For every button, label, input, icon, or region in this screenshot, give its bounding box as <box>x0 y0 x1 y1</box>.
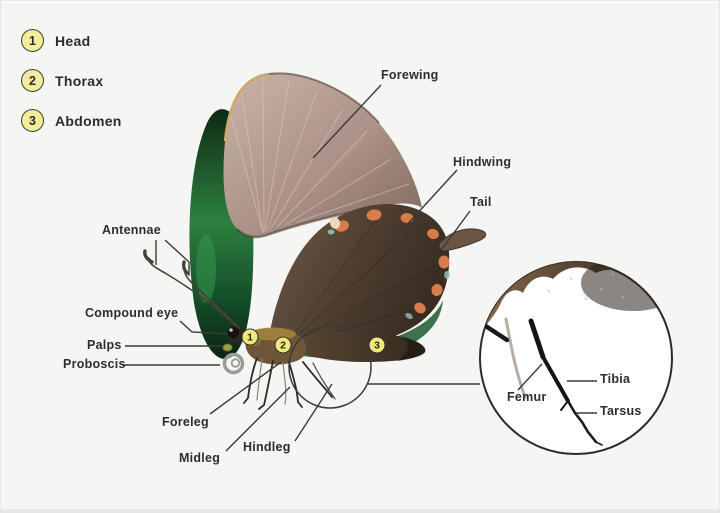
label-femur: Femur <box>507 390 547 404</box>
butterfly-illustration <box>143 72 487 410</box>
label-pointer-lines <box>122 84 471 452</box>
antennae-shapes <box>143 249 240 329</box>
body-marker-thorax: 2 <box>274 336 292 354</box>
legend: 1 Head 2 Thorax 3 Abdomen <box>21 29 122 149</box>
forewing-pointer <box>312 84 382 159</box>
compound-eye-pointer <box>179 320 228 335</box>
compound-eye-shape <box>227 326 240 339</box>
palps-shape <box>222 343 233 352</box>
label-antennae: Antennae <box>102 223 161 237</box>
label-tibia: Tibia <box>600 372 631 386</box>
label-compound-eye: Compound eye <box>85 306 179 320</box>
proboscis-coil <box>222 352 245 375</box>
body-marker-head: 1 <box>241 328 259 346</box>
forewing-veins <box>228 77 410 234</box>
legend-badge-3: 3 <box>21 109 44 132</box>
body-marker-abdomen: 3 <box>368 336 386 354</box>
butterfly-head <box>222 326 245 352</box>
inset-main-leg <box>528 318 603 446</box>
label-palps: Palps <box>87 338 122 352</box>
foreleg-pointer <box>209 361 282 415</box>
legend-item-head: 1 Head <box>21 29 122 52</box>
label-foreleg: Foreleg <box>162 415 209 429</box>
label-tail: Tail <box>470 195 492 209</box>
midleg-pointer <box>225 386 291 452</box>
legs-shapes <box>243 357 336 410</box>
legend-item-abdomen: 3 Abdomen <box>21 109 122 132</box>
butterfly-abdomen <box>295 331 426 362</box>
label-hindleg: Hindleg <box>243 440 291 454</box>
legend-label-thorax: Thorax <box>55 72 104 89</box>
label-proboscis: Proboscis <box>63 357 126 371</box>
inset-pointer-lines <box>517 363 597 414</box>
legend-label-abdomen: Abdomen <box>55 112 122 129</box>
butterfly-forewing <box>223 72 422 239</box>
label-midleg: Midleg <box>179 451 221 465</box>
butterfly-tail <box>438 228 487 252</box>
tail-pointer <box>441 210 471 250</box>
antennae-pointer-right <box>164 239 190 276</box>
label-hindwing: Hindwing <box>453 155 512 169</box>
legend-label-head: Head <box>55 32 91 49</box>
label-tarsus: Tarsus <box>600 404 642 418</box>
inset-pale-leg <box>504 317 527 399</box>
legend-badge-2: 2 <box>21 69 44 92</box>
leg-inset <box>479 261 673 455</box>
forewing-gold-edge <box>223 72 270 142</box>
label-forewing: Forewing <box>381 68 439 82</box>
legend-badge-1: 1 <box>21 29 44 52</box>
hindwing-spots <box>327 209 450 320</box>
hindleg-pointer <box>294 383 333 442</box>
magnifier-circle <box>288 325 372 409</box>
hindwing-pointer <box>391 169 458 242</box>
legend-item-thorax: 2 Thorax <box>21 69 122 92</box>
